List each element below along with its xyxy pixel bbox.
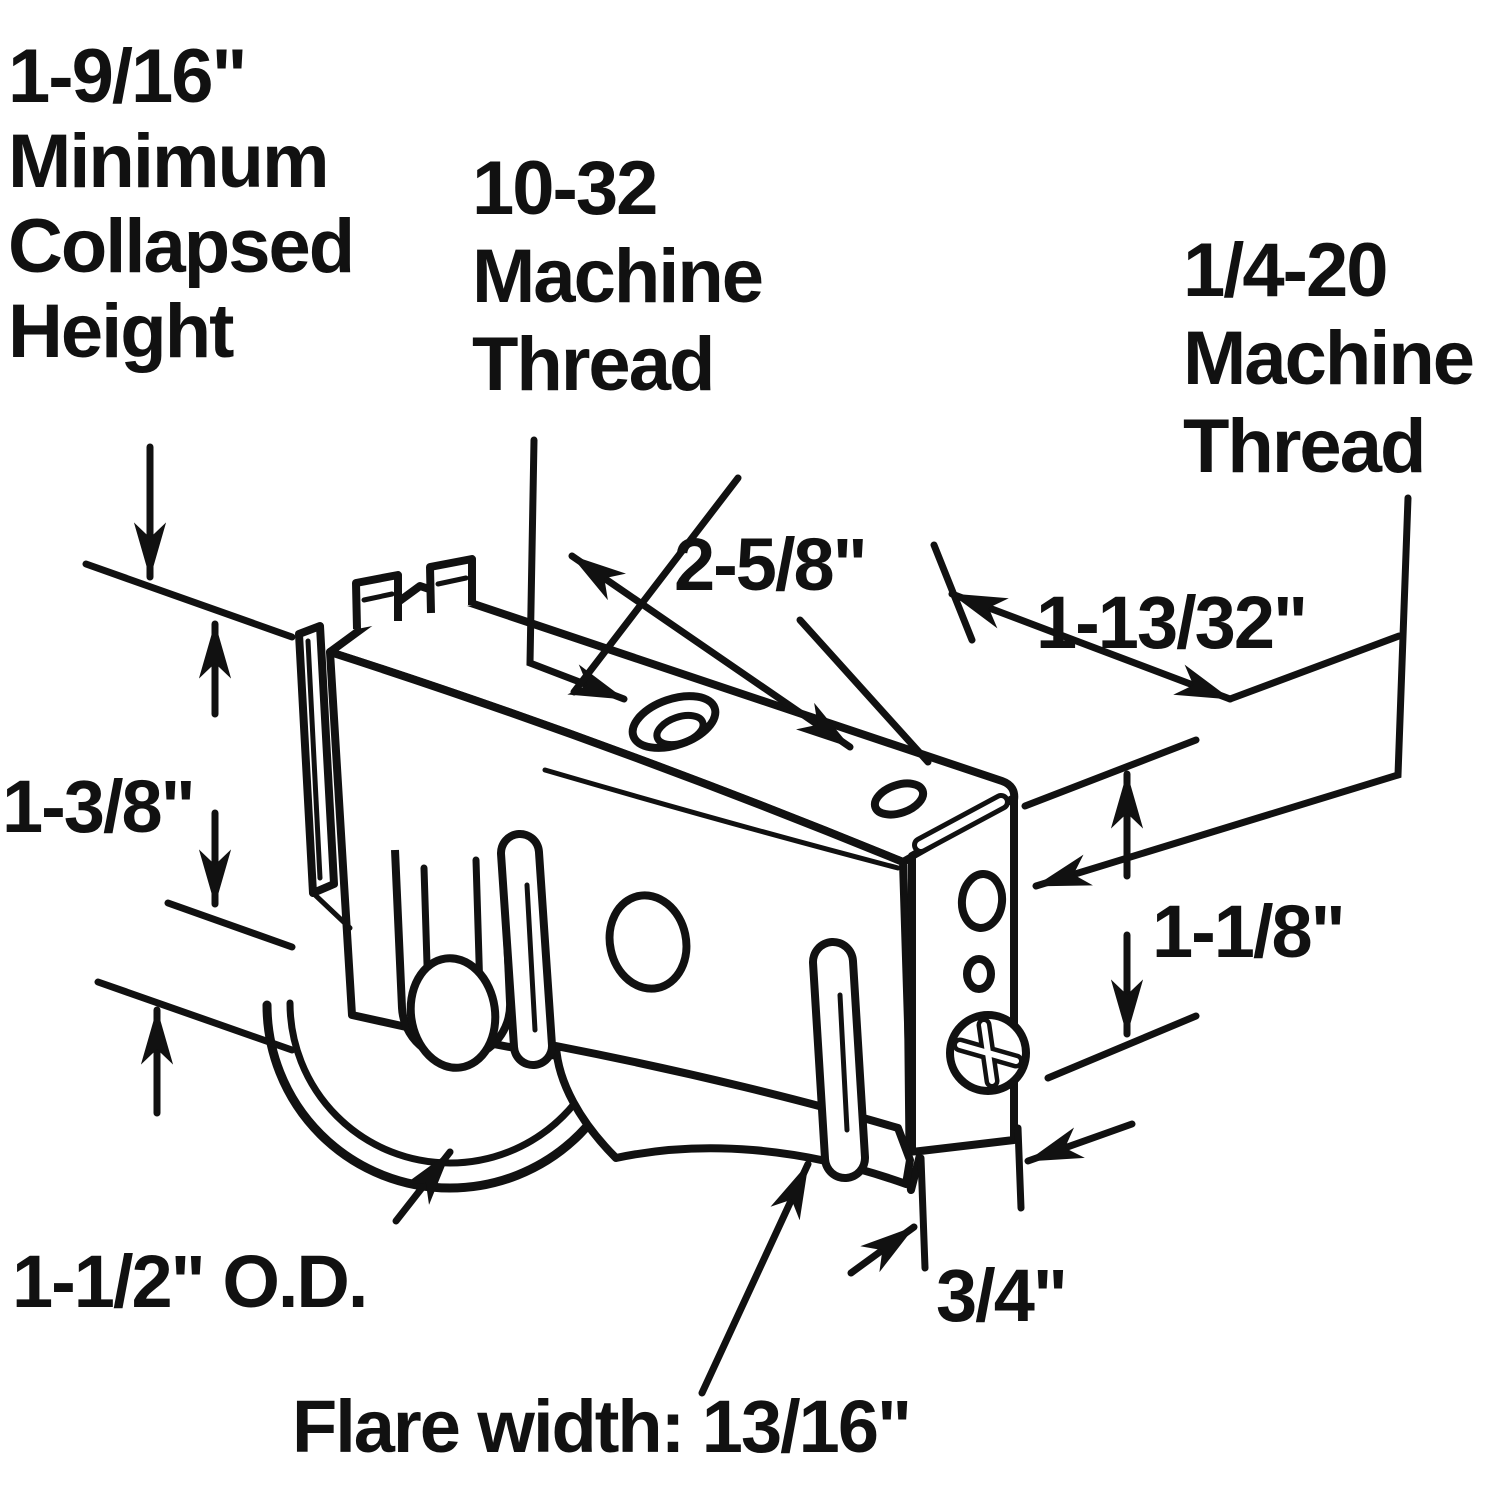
label-1-4-20-1: 1/4-20	[1183, 228, 1387, 313]
leader-1-4-20	[1032, 494, 1412, 890]
dim-line-2-5-8	[568, 552, 854, 751]
labels: 1-9/16" Minimum Collapsed Height 10-32 M…	[2, 34, 1475, 1468]
hole-1-4-20	[957, 870, 1007, 932]
ext-line-mid	[164, 899, 296, 951]
ext-line-1-13-32	[1226, 632, 1403, 703]
ext-line-end-top	[1021, 736, 1200, 810]
label-1-4-20-2: Machine	[1183, 316, 1473, 401]
label-dim-1-13-32: 1-13/32"	[1036, 581, 1306, 664]
ext-tick-left	[570, 474, 742, 696]
front-slot-left	[497, 830, 556, 1069]
ext-tick-depth-right	[1014, 1124, 1025, 1212]
front-slot-right	[809, 938, 869, 1182]
flange-tab-left	[352, 571, 402, 630]
arrow-depth-left	[847, 1223, 918, 1277]
label-flare-width: Flare width: 13/16"	[292, 1385, 910, 1468]
top-rivet-hole	[870, 779, 928, 819]
label-dim-od: 1-1/2" O.D.	[12, 1240, 366, 1323]
flange-tab-right	[426, 555, 476, 614]
label-collapsed-height-1: 1-9/16"	[8, 34, 246, 119]
label-dim-2-5-8: 2-5/8"	[674, 523, 866, 606]
ext-tick-1-13-32	[930, 541, 976, 644]
ext-line-top	[82, 560, 296, 641]
ext-line-bottom	[94, 978, 296, 1054]
label-collapsed-height-4: Height	[8, 289, 234, 374]
ext-tick-right	[796, 616, 932, 766]
label-10-32-2: Machine	[472, 234, 762, 319]
leader-od	[392, 1148, 454, 1225]
end-small-hole	[963, 955, 995, 993]
label-dim-1-1-8: 1-1/8"	[1152, 890, 1344, 973]
dimension-lines	[82, 436, 1412, 1397]
label-10-32-3: Thread	[472, 322, 713, 407]
label-1-4-20-3: Thread	[1183, 404, 1424, 489]
label-dim-3-4: 3/4"	[936, 1254, 1066, 1337]
phillips-screw-icon	[946, 1011, 1030, 1095]
dim-line-1-13-32	[948, 590, 1234, 703]
leader-flare	[698, 1160, 812, 1397]
arrow-depth-right	[1024, 1120, 1136, 1165]
label-dim-1-3-8: 1-3/8"	[2, 765, 194, 848]
label-collapsed-height-2: Minimum	[8, 119, 328, 204]
front-oval-hole	[605, 891, 691, 993]
ext-line-end-bottom	[1044, 1012, 1200, 1082]
label-10-32-1: 10-32	[472, 146, 656, 231]
axle-pin	[406, 954, 500, 1072]
label-collapsed-height-3: Collapsed	[8, 204, 353, 289]
ext-tick-depth-left	[917, 1154, 929, 1272]
